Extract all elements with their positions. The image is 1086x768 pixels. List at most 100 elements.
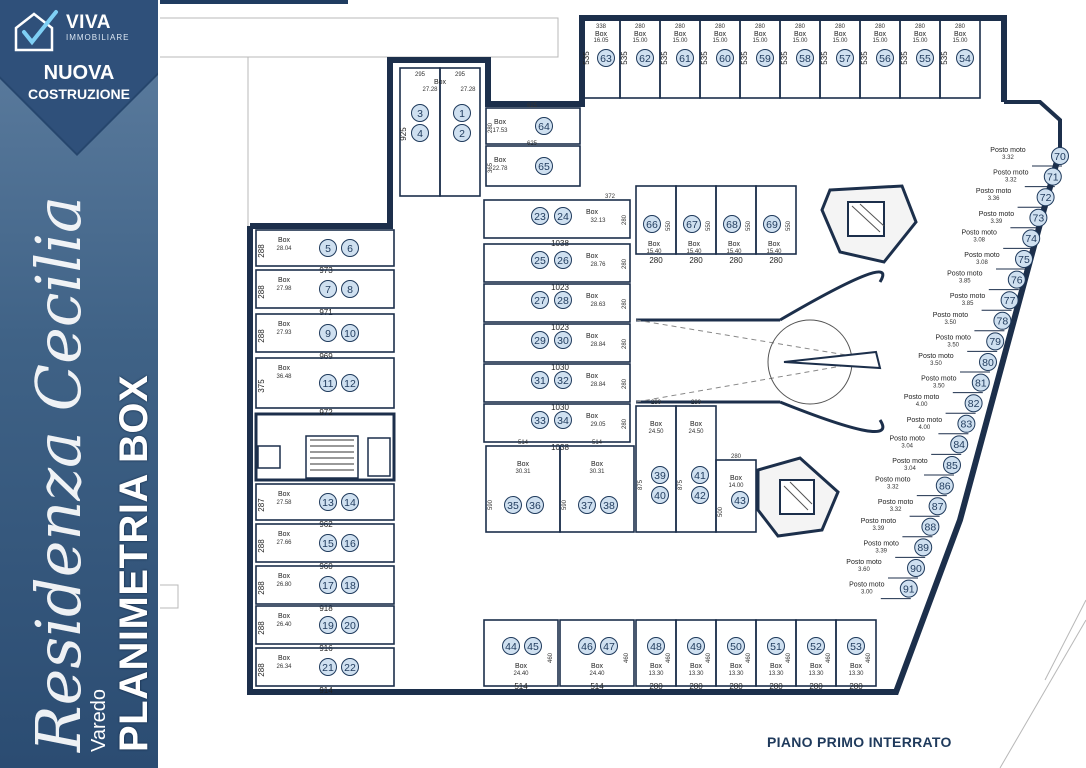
box-label: Box [278,277,291,284]
box-number-badge [935,476,954,495]
box-number: 1 [459,108,465,120]
moto-label: Posto moto [993,170,1029,177]
box-number-badge [1051,147,1069,165]
box-number: 34 [557,415,569,427]
box-outline [483,363,631,403]
box-width: 1023 [551,323,569,332]
box-width: 1030 [551,403,569,412]
box-number: 48 [650,641,662,653]
box-number-badge [986,332,1005,351]
box-number: 63 [600,53,612,65]
box-number-badge [341,576,359,594]
box-number: 24 [557,211,569,223]
box-number-badge [535,117,553,135]
box-number-badge [341,616,359,634]
box-number: 32 [557,375,569,387]
box-number: 60 [719,53,731,65]
box-number-badge [319,616,337,634]
box-outline [483,323,631,363]
box-number-badge [319,534,337,552]
box-number-badge [319,493,337,511]
box-area: 26.80 [276,582,292,588]
box-number-badge [636,49,654,67]
box-depth: 375 [257,379,266,393]
box-number-badge [727,637,745,655]
box-label: Box [770,663,783,670]
box-width: 295 [415,72,426,78]
box-area: 13.30 [808,671,824,677]
box-number-badge [1029,208,1048,227]
box-number-badge [928,497,947,516]
box-number: 91 [903,583,915,595]
box-depth: 550 [786,220,792,231]
box-number: 9 [325,328,331,340]
moto-area: 3.32 [1005,178,1017,184]
box-number: 43 [734,495,746,507]
box-label: Box [586,413,599,420]
moto-area: 3.50 [930,361,942,367]
box-depth: 287 [257,498,266,512]
box-number-badge [651,486,669,504]
box-number: 72 [1040,192,1052,204]
box-number: 42 [694,490,706,502]
box-number: 57 [839,53,851,65]
box-width: 280 [635,24,646,30]
moto-area: 3.08 [973,237,985,243]
box-label: Box [278,237,291,244]
box-width: 625 [527,141,538,147]
box-number: 20 [344,620,356,632]
box-number: 29 [534,335,546,347]
moto-area: 3.32 [890,507,902,513]
moto-label: Posto moto [846,559,882,566]
box-width: 625 [527,103,538,109]
box-outline [715,459,757,533]
box-number-badge [647,637,665,655]
box-number-badge [554,411,572,429]
box-outline [255,523,395,563]
box-number-badge [578,496,596,514]
moto-area: 3.00 [861,590,873,596]
box-label: Box [650,421,663,428]
box-width: 280 [715,24,726,30]
moto-area: 3.04 [904,466,916,472]
box-number-badge [341,374,359,392]
box-number: 50 [730,641,742,653]
box-number-badge [979,353,997,371]
box-depth: 280 [622,298,628,309]
box-width: 1030 [551,363,569,372]
box-number-badge [1000,291,1019,310]
box-depth: 288 [257,539,266,553]
box-area: 15.00 [672,38,688,44]
box-number-badge [993,311,1012,330]
box-area: 36.48 [276,374,292,380]
moto-label: Posto moto [875,477,911,484]
box-width: 514 [514,682,528,691]
viva-logo-icon [14,10,58,52]
box-number-badge [676,49,694,67]
box-width: 280 [849,682,863,691]
box-depth: 550 [746,220,752,231]
box-number: 53 [850,641,862,653]
box-number-badge [691,466,709,484]
box-area: 29.05 [590,422,606,428]
box-label: Box [674,31,687,38]
box-area: 27.98 [276,286,292,292]
box-label: Box [728,241,741,248]
moto-label: Posto moto [921,376,957,383]
box-area: 27.58 [276,500,292,506]
box-area: 24.40 [589,671,605,677]
box-number: 85 [946,460,958,472]
box-number: 15 [322,538,334,550]
box-label: Box [648,241,661,248]
box-depth: 535 [700,51,709,65]
box-area: 22.78 [492,166,508,172]
box-label: Box [586,333,599,340]
box-number-badge [504,496,522,514]
box-label: Box [768,241,781,248]
box-depth: 535 [860,51,869,65]
box-depth: 460 [548,652,554,663]
box-number-badge [723,215,741,233]
box-number-badge [691,486,709,504]
box-number-badge [1007,270,1026,289]
box-label: Box [278,655,291,662]
